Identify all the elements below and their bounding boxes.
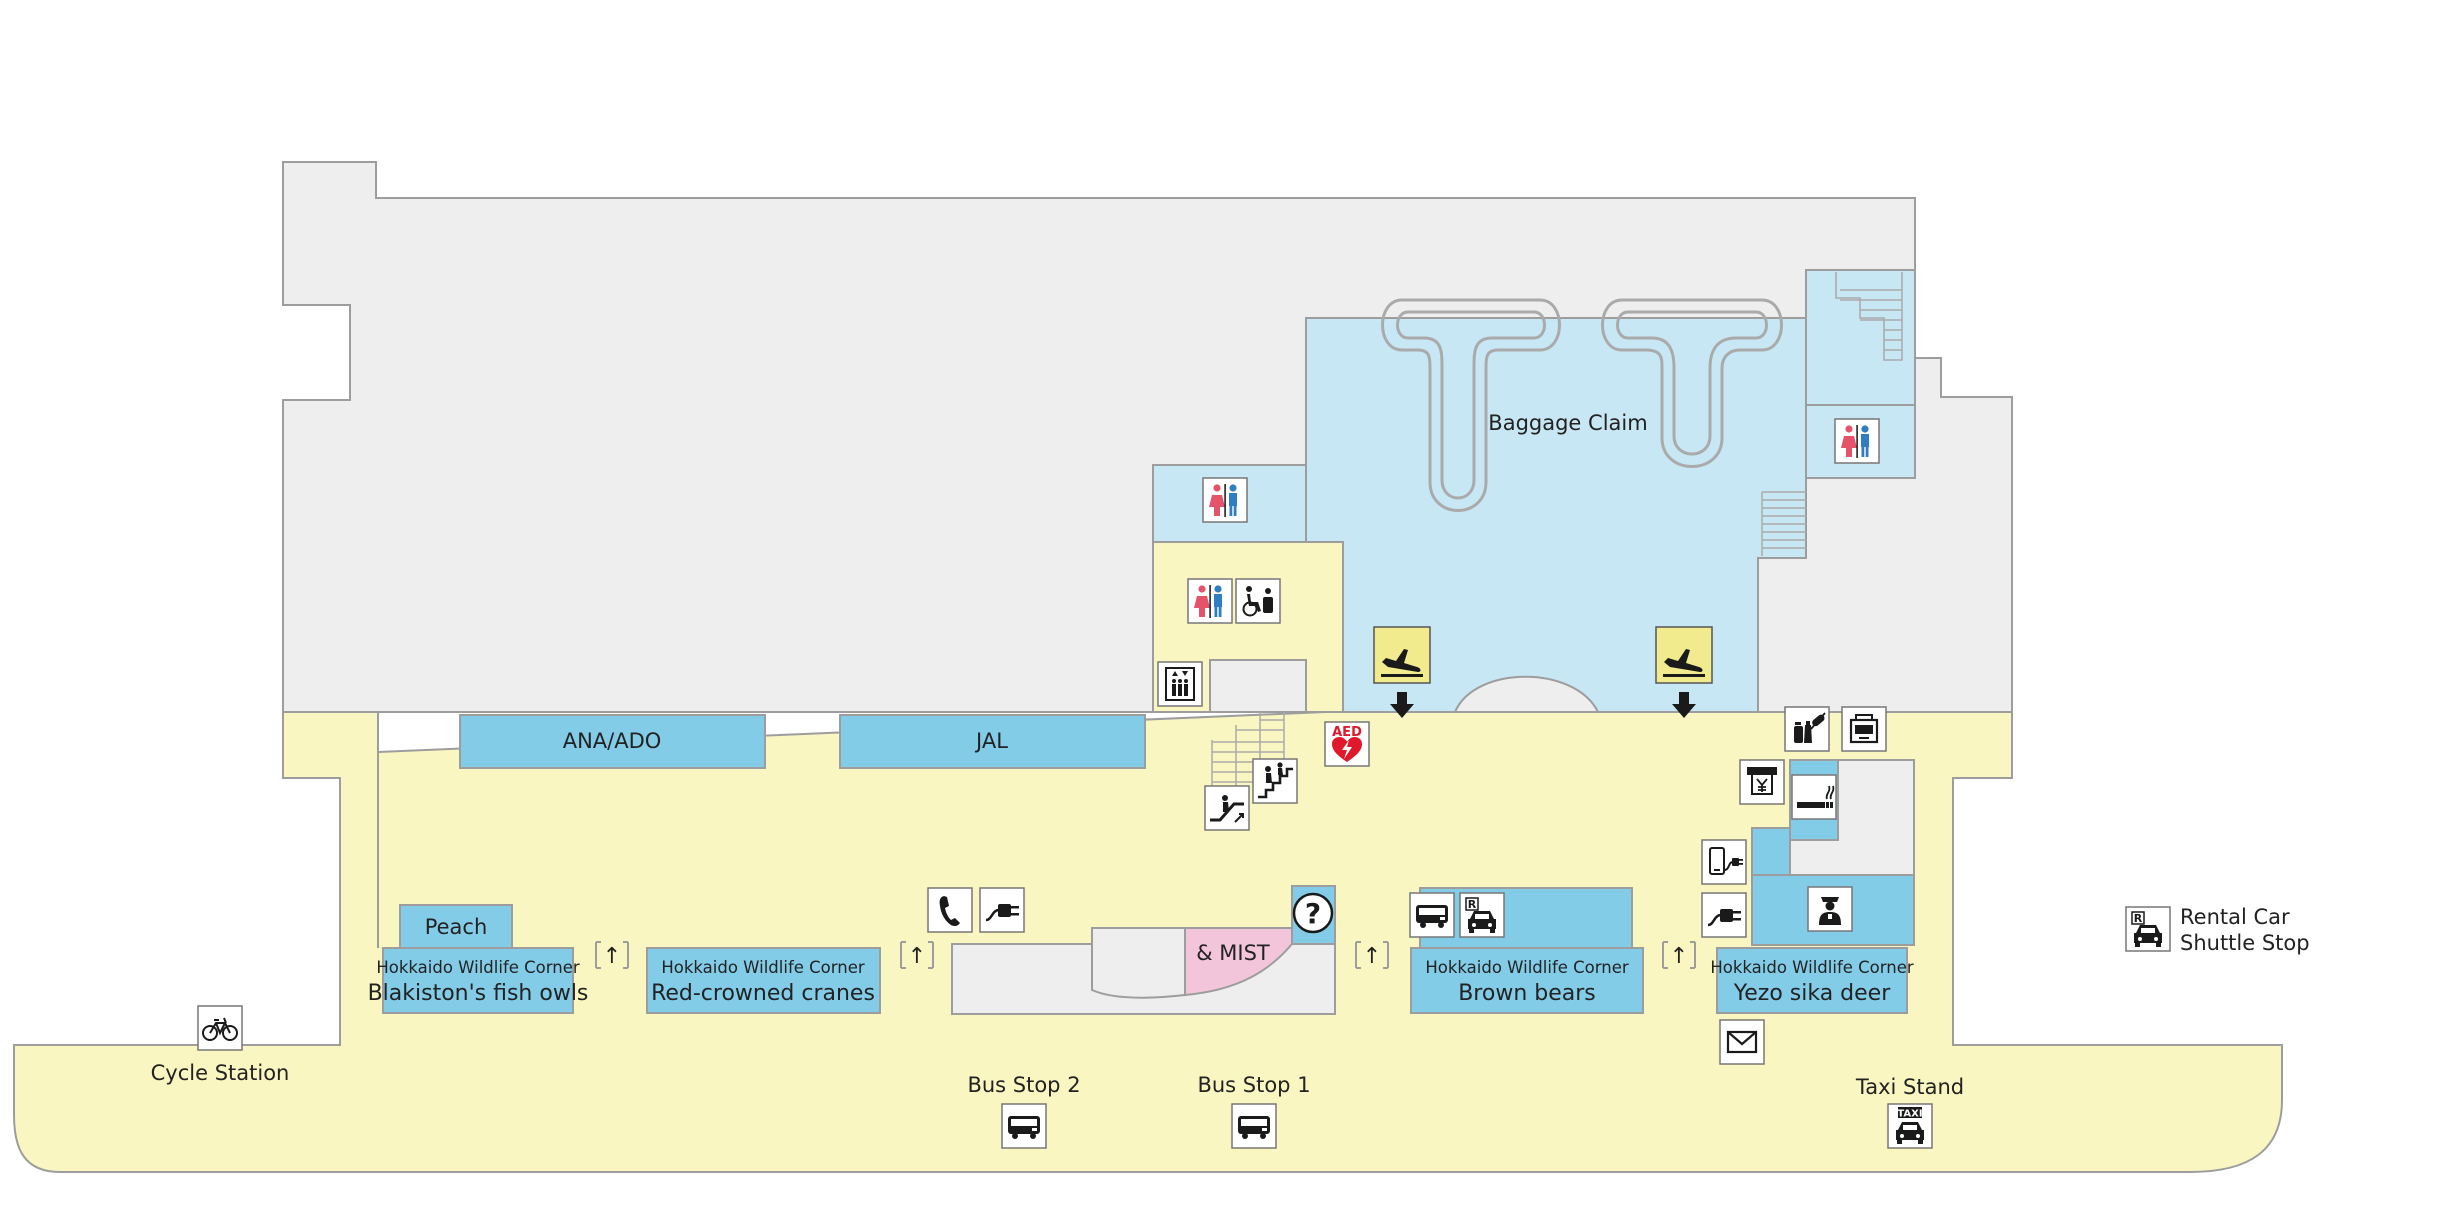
escalator-icon xyxy=(1203,784,1251,832)
phone-charging-icon xyxy=(1701,839,1747,885)
svg-text:Hokkaido Wildlife Corner: Hokkaido Wildlife Corner xyxy=(376,958,580,977)
svg-text:↑: ↑ xyxy=(1670,944,1688,969)
bus-stop-1-icon xyxy=(1231,1103,1277,1149)
bus-stop-2-label: Bus Stop 2 xyxy=(967,1073,1080,1097)
aed-icon: AED xyxy=(1324,721,1370,767)
wildlife-corner-1: Hokkaido Wildlife Corner Blakiston's fis… xyxy=(368,947,589,1014)
exit-door-2: ↑ xyxy=(900,941,934,969)
east-service-blue-2 xyxy=(1751,827,1791,877)
lost-and-found-icon xyxy=(1807,886,1853,932)
svg-text:↑: ↑ xyxy=(1363,944,1381,969)
ana-ado-label: ANA/ADO xyxy=(563,729,662,753)
restroom-icon-corridor xyxy=(1187,578,1233,624)
jal-label: JAL xyxy=(974,729,1008,753)
hall-stairs xyxy=(1211,712,1285,810)
corridor-grey-room xyxy=(1209,659,1307,713)
svg-text:Yezo sika deer: Yezo sika deer xyxy=(1733,981,1891,1006)
bicycle-icon xyxy=(197,1005,243,1051)
information-icon: ? xyxy=(1292,892,1334,934)
atm-icon xyxy=(1739,759,1785,805)
svg-text:Hokkaido Wildlife Corner: Hokkaido Wildlife Corner xyxy=(661,958,865,977)
smoking-room-icon xyxy=(1791,774,1837,820)
svg-text:R: R xyxy=(2134,912,2143,925)
rental-car-label-1: Rental Car xyxy=(2180,905,2290,929)
svg-text:TAXI: TAXI xyxy=(1897,1109,1922,1120)
bus-stop-1-label: Bus Stop 1 xyxy=(1197,1073,1310,1097)
charging-icon-east xyxy=(1700,891,1748,939)
carousel-1 xyxy=(1381,298,1561,512)
charging-icon-west xyxy=(978,886,1026,934)
elevator-icon xyxy=(1157,661,1203,707)
accessible-restroom-icon xyxy=(1235,578,1281,624)
exit-door-3: ↑ xyxy=(1355,941,1389,969)
carousel-2 xyxy=(1601,298,1783,468)
bus-stop-2-icon xyxy=(1001,1103,1047,1149)
mail-icon xyxy=(1718,1018,1766,1066)
taxi-stand-label: Taxi Stand xyxy=(1855,1075,1964,1099)
svg-text:↑: ↑ xyxy=(908,944,926,969)
svg-text:?: ? xyxy=(1305,897,1321,930)
exit-door-4: ↑ xyxy=(1662,941,1696,969)
peach-label: Peach xyxy=(425,915,488,939)
svg-text:AED: AED xyxy=(1332,725,1362,740)
baby-room-icon xyxy=(1840,705,1888,753)
svg-text:Hokkaido Wildlife Corner: Hokkaido Wildlife Corner xyxy=(1710,958,1914,977)
shop-kiosk xyxy=(1091,927,1186,999)
restroom-icon-east xyxy=(1834,418,1880,464)
svg-text:Hokkaido Wildlife Corner: Hokkaido Wildlife Corner xyxy=(1425,958,1629,977)
svg-text:Blakiston's fish owls: Blakiston's fish owls xyxy=(368,981,589,1006)
rental-car-shuttle-icon: R xyxy=(2125,906,2171,952)
baggage-stairs xyxy=(1761,491,1806,556)
wildlife-corner-4: Hokkaido Wildlife Corner Yezo sika deer xyxy=(1710,947,1914,1014)
jal-counter xyxy=(839,714,1146,769)
telephone-icon xyxy=(927,887,973,933)
east-stairs xyxy=(1835,272,1903,361)
cycle-station-label: Cycle Station xyxy=(151,1061,290,1085)
ana-ado-counter xyxy=(459,714,766,769)
svg-text:R: R xyxy=(1468,898,1477,911)
medicine-vending-icon xyxy=(1784,706,1830,752)
taxi-icon: TAXI xyxy=(1887,1103,1933,1149)
wildlife-corner-2: Hokkaido Wildlife Corner Red-crowned cra… xyxy=(646,947,881,1014)
exit-door-1: ↑ xyxy=(595,941,629,969)
rental-car-desk-icon: R xyxy=(1459,892,1505,938)
arrival-plane-icon-2 xyxy=(1655,626,1713,684)
svg-text:Red-crowned cranes: Red-crowned cranes xyxy=(651,981,875,1006)
arrival-plane-icon-1 xyxy=(1373,626,1431,684)
transport-desk xyxy=(1419,887,1633,949)
wildlife-corner-3: Hokkaido Wildlife Corner Brown bears xyxy=(1410,947,1644,1014)
svg-text:Brown bears: Brown bears xyxy=(1458,981,1596,1006)
restroom-icon-upper xyxy=(1202,477,1248,523)
mist-shop-label: & MIST xyxy=(1196,941,1270,965)
svg-text:↑: ↑ xyxy=(603,944,621,969)
bus-desk-icon xyxy=(1409,892,1455,938)
baggage-claim-label: Baggage Claim xyxy=(1488,411,1647,435)
stairs-icon xyxy=(1251,757,1299,805)
rental-car-label-2: Shuttle Stop xyxy=(2180,931,2310,955)
